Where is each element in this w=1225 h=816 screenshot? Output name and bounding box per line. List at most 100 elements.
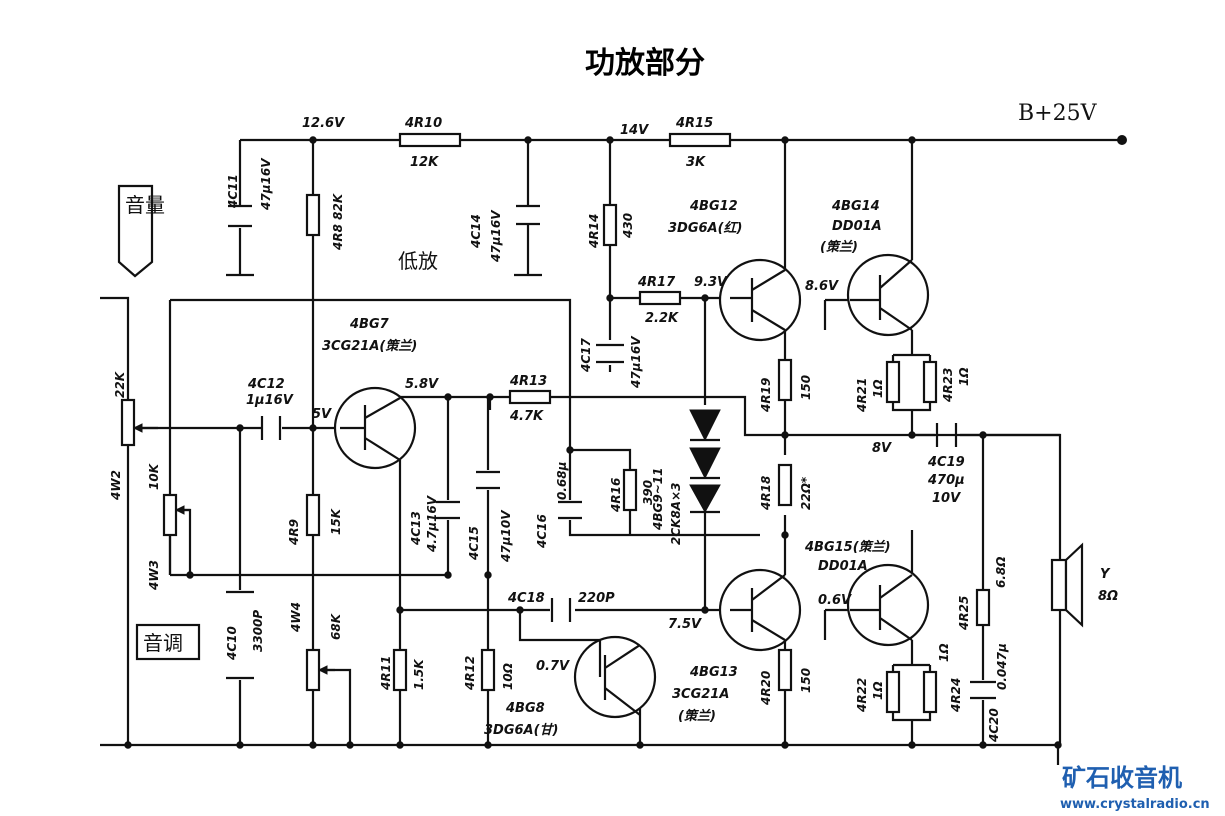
resistor-4r15	[668, 132, 732, 148]
label-4r17-ref: 4R17	[637, 275, 676, 290]
label-4bg12-type: 3DG6A(红)	[668, 220, 743, 236]
node-0v6: 0.6V	[818, 593, 852, 608]
label-4w2-value: 22K	[113, 370, 127, 398]
section-label: 低放	[398, 249, 438, 273]
cap-4c20	[970, 680, 996, 700]
label-4r16-value: 390	[641, 480, 655, 505]
label-4c12-value: 1μ16V	[246, 393, 294, 408]
label-4c17-value: 47μ16V	[629, 335, 643, 389]
cap-4c14	[516, 204, 540, 226]
supply-label: B+25V	[1018, 101, 1098, 126]
resistor-labels: 4R10 12K 4R15 3K 4R8 82K 4R14 430 4R17 2…	[287, 116, 1008, 713]
label-4r19-ref: 4R19	[759, 378, 773, 413]
label-4c15-value: 47μ10V	[499, 509, 513, 563]
transistor-4bg7	[333, 386, 417, 470]
label-4r21-value: 1Ω	[871, 379, 885, 398]
label-4bg8-type: 3DG6A(甘)	[484, 722, 559, 738]
resistor-4r13	[508, 389, 552, 405]
label-4c11-ref: 4C11	[226, 174, 240, 209]
label-4w3-value: 10K	[147, 462, 161, 490]
node-0v7: 0.7V	[536, 659, 570, 674]
label-4r10-ref: 4R10	[404, 116, 442, 131]
label-diodes-ref: 4BG9~11	[651, 468, 665, 531]
resistor-bodies	[120, 132, 991, 714]
resistor-4r18	[777, 463, 793, 507]
resistor-4r14	[602, 203, 618, 247]
label-4r16-ref: 4R16	[609, 478, 623, 513]
diode-bodies	[689, 409, 721, 514]
label-4r13-ref: 4R13	[509, 374, 547, 389]
cap-4c13	[436, 500, 460, 520]
label-4r8: 4R8 82K	[331, 192, 345, 251]
resistor-4r19	[777, 358, 793, 402]
junctions	[124, 135, 1127, 749]
label-4c18-ref: 4C18	[507, 591, 545, 606]
resistor-4r24	[922, 670, 938, 714]
node-5v8: 5.8V	[405, 377, 439, 392]
node-8v: 8V	[872, 441, 892, 456]
transistor-4bg15	[846, 563, 930, 647]
transistor-4bg8	[573, 635, 657, 719]
label-4r9-ref: 4R9	[287, 519, 301, 546]
label-4r24-value: 1Ω	[937, 643, 951, 662]
label-4c17-ref: 4C17	[579, 337, 593, 373]
label-4w4-ref: 4W4	[289, 602, 303, 633]
label-4r25-ref: 4R25	[957, 596, 971, 631]
logo-url: www.crystalradio.cn	[1060, 797, 1210, 812]
label-4r11-ref: 4R11	[379, 656, 393, 691]
tone-label: 音调	[143, 631, 183, 655]
label-4bg7-ref: 4BG7	[349, 317, 390, 332]
label-4bg12-ref: 4BG12	[689, 199, 738, 214]
label-4c10-ref: 4C10	[225, 626, 239, 661]
label-4r25-value: 6.8Ω	[994, 557, 1008, 588]
label-4bg13-ref: 4BG13	[689, 665, 738, 680]
label-4r18-value: 22Ω*	[799, 476, 813, 510]
label-4r20-ref: 4R20	[759, 671, 773, 706]
volume-label-1: 音量	[125, 193, 165, 217]
label-4c13-ref: 4C13	[409, 511, 423, 546]
label-4w2-ref: 4W2	[109, 470, 123, 501]
resistor-4r16	[622, 468, 638, 512]
cap-4c15	[476, 470, 500, 490]
node-12v6: 12.6V	[302, 116, 345, 131]
resistor-4r22	[885, 670, 901, 714]
transistor-bodies	[333, 253, 930, 719]
node-8v6: 8.6V	[805, 279, 839, 294]
label-4bg14-ref: 4BG14	[831, 199, 880, 214]
label-4c19-value: 470μ	[927, 473, 965, 488]
label-4r14-ref: 4R14	[587, 214, 601, 249]
label-4c16-ref: 4C16	[535, 514, 549, 549]
label-4c14-ref: 4C14	[469, 214, 483, 249]
node-7v5: 7.5V	[668, 617, 702, 632]
resistor-4r20	[777, 648, 793, 692]
transistor-labels: 4BG7 3CG21A(策兰) 4BG12 3DG6A(红) 4BG14 DD0…	[322, 199, 891, 738]
label-4c13-value: 4.7μ16V	[425, 494, 439, 553]
resistor-4r12	[480, 648, 496, 692]
capacitor-labels: 4C11 47μ16V 4C14 47μ16V 4C17 47μ16V 4C12…	[225, 157, 1009, 743]
label-4r12-value: 10Ω	[501, 663, 515, 690]
label-4c16-value: 0.68μ	[555, 461, 569, 500]
label-4r10-value: 12K	[410, 155, 439, 170]
label-4bg14-note: (策兰)	[820, 239, 858, 255]
label-4r9-value: 15K	[329, 507, 343, 535]
label-4r11-value: 1.5K	[412, 658, 426, 690]
label-4c19-voltage: 10V	[932, 491, 961, 506]
volume-label: 音量	[125, 193, 165, 217]
pot-4w4	[305, 648, 321, 692]
label-4r17-value: 2.2K	[645, 311, 679, 326]
label-4w4-value: 68K	[329, 612, 343, 640]
label-4r19-value: 150	[799, 375, 813, 400]
transistor-4bg14	[846, 253, 930, 337]
label-4r20-value: 150	[799, 668, 813, 693]
diagram-title: 功放部分	[585, 46, 705, 81]
label-4c15-ref: 4C15	[467, 526, 481, 561]
label-4w3-ref: 4W3	[147, 560, 161, 591]
label-4r18-ref: 4R18	[759, 476, 773, 511]
label-4r24-ref: 4R24	[949, 678, 963, 713]
label-4c10-value: 3300P	[251, 610, 265, 652]
pot-labels: 22K 4W2 10K 4W3 4W4 68K	[109, 370, 343, 640]
tone-box	[135, 623, 201, 661]
label-4r23-ref: 4R23	[941, 368, 955, 403]
label-4c11-value: 47μ16V	[259, 157, 273, 211]
